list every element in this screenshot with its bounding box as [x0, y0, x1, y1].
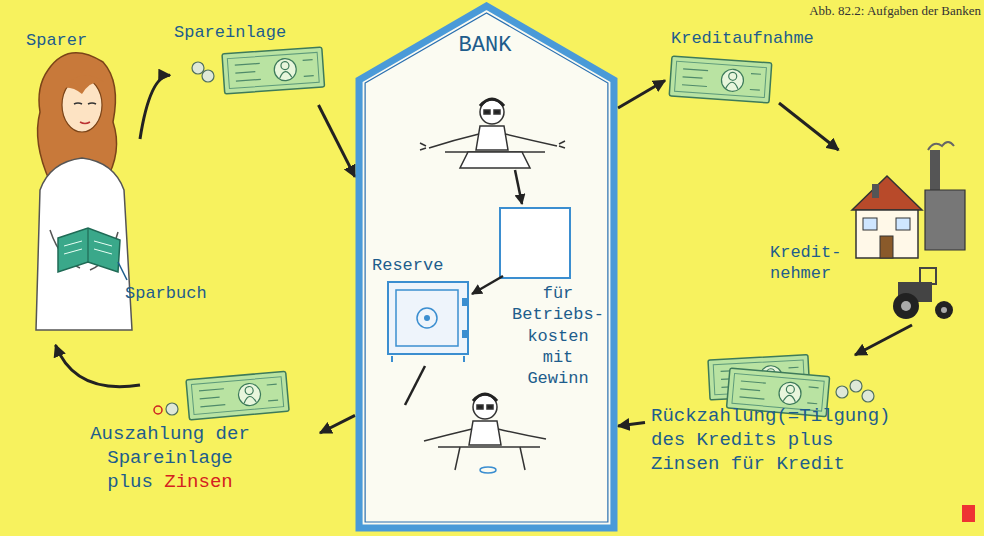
corner-mark [962, 505, 975, 522]
money-item: Auszahlung der Spareinlage plusZinsen [20, 385, 320, 505]
node-text: Kredit- nehmer [770, 242, 850, 285]
node-text: Reserve [372, 255, 472, 276]
saver-illustration [36, 53, 132, 330]
text-group: Auszahlung der Spareinlage plusZinsen [70, 423, 270, 494]
note-label: für Betriebs- kosten mit Gewinn [510, 283, 606, 389]
node-text: BANK [355, 32, 615, 60]
money-item: Spareinlage [170, 20, 335, 105]
node-text: Sparer [26, 30, 116, 51]
money-illustration [669, 56, 772, 103]
saver-figure: Sparer [10, 28, 140, 345]
money-item: Kreditaufnahme [665, 28, 855, 103]
flow-arrow [779, 103, 839, 150]
node-text: Rückzahlung(=Tilgung) des Kredits plus Z… [651, 405, 903, 476]
house-border [359, 6, 614, 528]
flow-arrow [56, 345, 141, 387]
borrower-figure: Kredit- nehmer [765, 150, 975, 325]
borrower-illustration [852, 142, 965, 319]
flow-arrow [319, 105, 356, 177]
node-text: Kreditaufnahme [671, 28, 841, 49]
house-inner-border [365, 13, 608, 522]
leader-label: Sparbuch [125, 283, 215, 304]
flow-arrow [320, 415, 355, 433]
flow-arrow [618, 81, 665, 109]
flow-arrow [855, 325, 912, 355]
flow-arrow [618, 423, 645, 427]
reserve-safe: Reserve [370, 255, 480, 363]
bank-house: BANK Reserve [355, 2, 618, 532]
money-illustration [192, 47, 325, 94]
money-item: Rückzahlung(=Tilgung) des Kredits plus Z… [645, 355, 925, 505]
money-illustration [154, 371, 289, 420]
highlight-text: Zinsen [164, 471, 232, 493]
figure-title: Abb. 82.2: Aufgaben der Banken [809, 3, 981, 19]
flow-arrow [140, 75, 170, 139]
node-text: Spareinlage [174, 22, 324, 43]
